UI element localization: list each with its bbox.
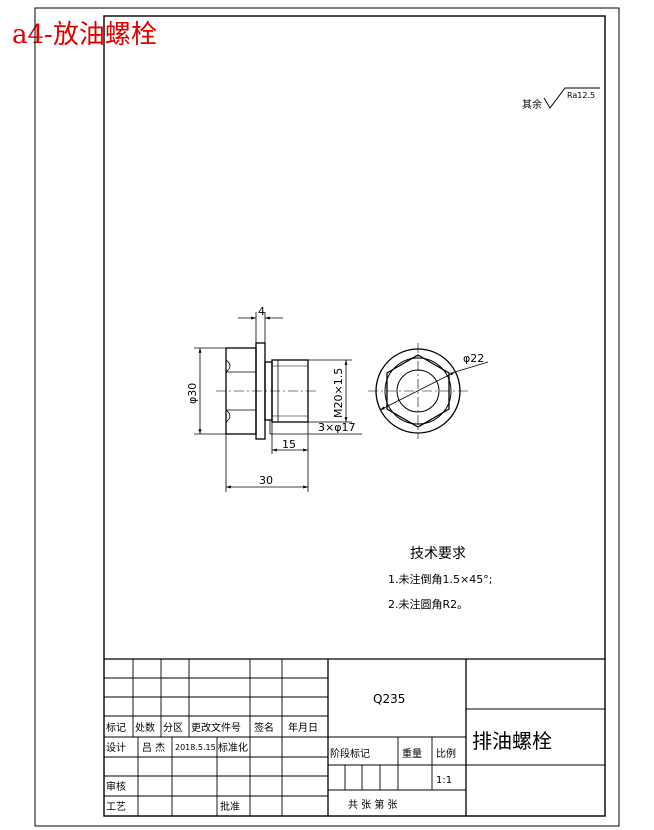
svg-text:其余: 其余 xyxy=(522,98,542,111)
scale-label: 比例 xyxy=(436,747,456,760)
outer-border xyxy=(34,7,620,827)
inner-frame xyxy=(103,15,606,817)
rev-header-sign: 签名 xyxy=(254,721,274,734)
front-dimension-text: 4 φ30 M20×1.5 3×φ17 15 30 xyxy=(186,305,355,487)
bolt-end-view xyxy=(368,343,489,439)
rev-header-zone: 分区 xyxy=(163,722,183,734)
dim-m20: M20×1.5 xyxy=(332,368,345,418)
check-label: 审核 xyxy=(106,780,126,793)
tech-item-1: 1.未注倒角1.5×45°; xyxy=(388,572,492,586)
scale-value: 1:1 xyxy=(436,775,452,786)
roughness-note: 其余 Ra12.5 xyxy=(522,87,600,111)
process-label: 工艺 xyxy=(106,801,126,813)
tech-title: 技术要求 xyxy=(410,546,466,562)
dim-30: 30 xyxy=(259,474,273,487)
part-name: 排油螺栓 xyxy=(472,729,552,753)
material: Q235 xyxy=(373,692,405,706)
design-date: 2018.5.15 xyxy=(175,743,216,752)
stage-label: 阶段标记 xyxy=(330,747,370,760)
designer-name: 吕 杰 xyxy=(142,742,165,754)
title-block xyxy=(104,658,605,816)
dim-15: 15 xyxy=(282,438,296,451)
tech-item-2: 2.未注圆角R2。 xyxy=(388,597,468,611)
dim-undercut: 3×φ17 xyxy=(318,421,355,434)
dim-4: 4 xyxy=(258,305,265,318)
svg-text:Ra12.5: Ra12.5 xyxy=(567,91,595,100)
dim-phi30: φ30 xyxy=(186,383,199,404)
title-block-text: 标记 处数 分区 更改文件号 签名 年月日 设计 吕 杰 2018.5.15 标… xyxy=(106,692,552,813)
rev-header-count: 处数 xyxy=(135,721,155,734)
standard-label: 标准化 xyxy=(218,741,248,754)
bolt-front-view xyxy=(216,342,316,440)
approve-label: 批准 xyxy=(220,800,240,813)
sheet-count: 共 张 第 张 xyxy=(348,798,398,811)
rev-header-doc: 更改文件号 xyxy=(191,721,241,734)
rev-header-mark: 标记 xyxy=(106,722,126,734)
design-label: 设计 xyxy=(106,741,126,754)
weight-label: 重量 xyxy=(402,747,422,760)
dim-phi22: φ22 xyxy=(463,352,484,365)
drawing-caption: a4-放油螺栓 xyxy=(12,20,157,50)
rev-header-date: 年月日 xyxy=(288,721,318,734)
front-dimensions xyxy=(194,312,362,492)
